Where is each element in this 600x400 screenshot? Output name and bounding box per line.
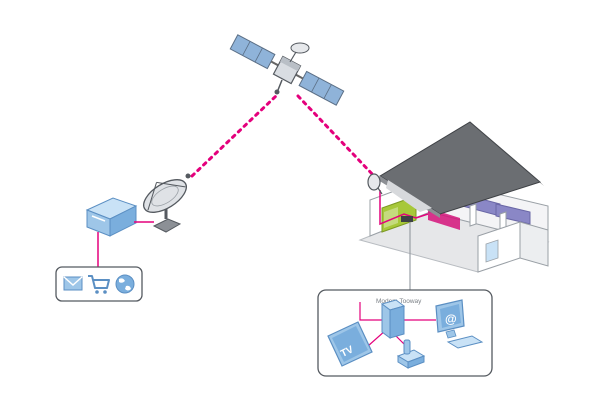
satellite-links [190, 94, 376, 178]
at-sign-label: @ [445, 312, 457, 326]
tv-label: TV [339, 344, 356, 360]
mail-icon [63, 276, 83, 291]
keyboard-icon [446, 335, 484, 349]
downlink-dotted-line [296, 94, 376, 178]
satellite-icon [229, 34, 345, 106]
home-dish-icon [367, 173, 383, 195]
house-cabling-line [379, 190, 429, 226]
modem-label: Modem Tooway [376, 298, 422, 305]
modem-icon [380, 299, 406, 339]
computer-icon: @ [435, 299, 484, 349]
tv-icon: TV [327, 321, 373, 367]
services-panel [55, 266, 143, 302]
uplink-dotted-line [190, 94, 278, 178]
shopping-cart-icon [88, 275, 110, 294]
server-icon [85, 197, 138, 237]
ground-station-dish-icon [143, 173, 191, 233]
home-devices-panel: Modem Tooway TV @ [317, 289, 493, 377]
globe-icon [115, 274, 135, 294]
house-icon [358, 121, 550, 273]
telephone-icon [396, 339, 426, 369]
